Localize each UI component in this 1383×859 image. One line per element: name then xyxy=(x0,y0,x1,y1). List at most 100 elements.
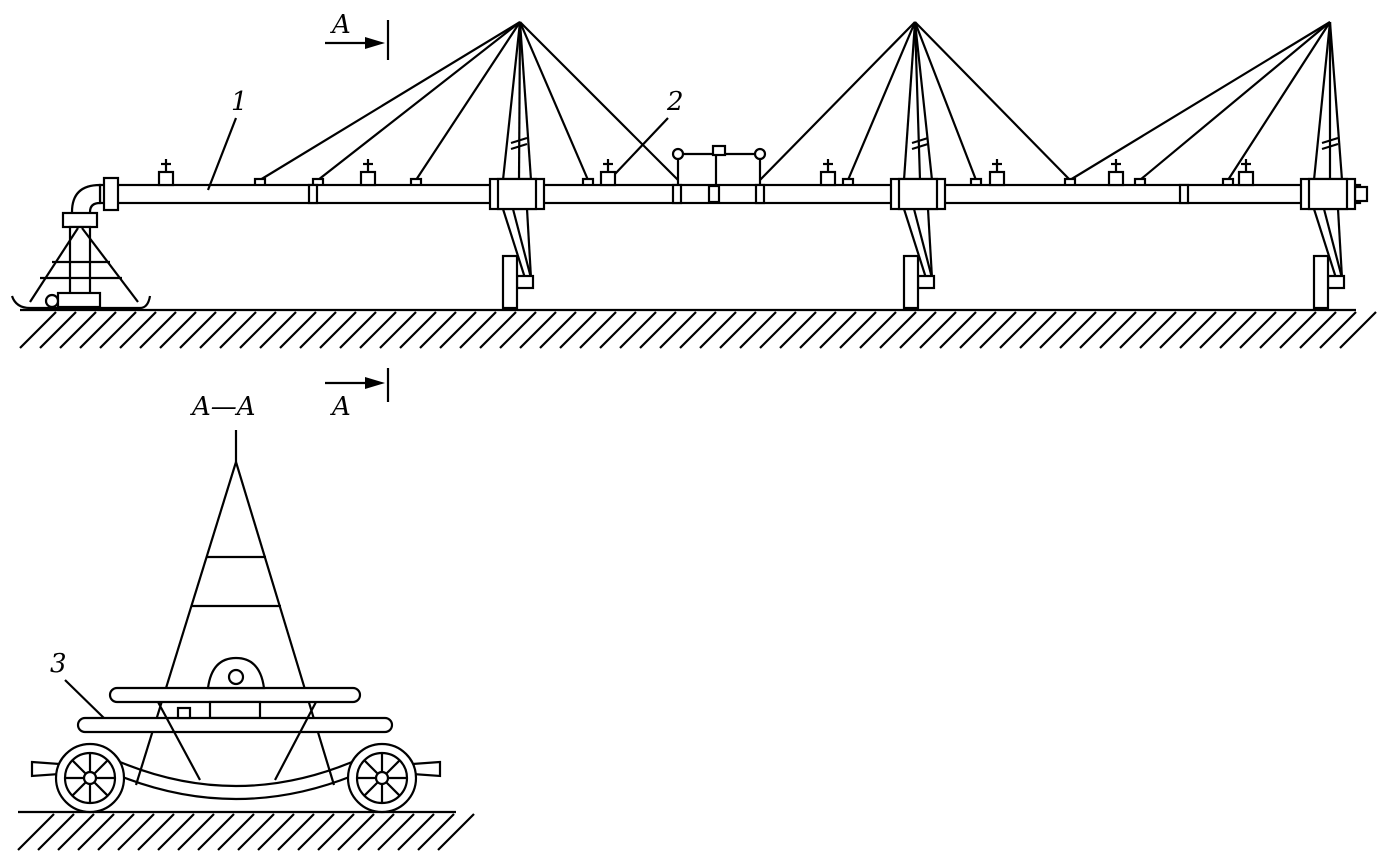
ground-hatch xyxy=(1239,311,1277,349)
ground-hatch xyxy=(899,311,937,349)
tower-leg xyxy=(902,21,917,181)
stay-cables xyxy=(253,21,1331,188)
ground-hatch xyxy=(57,813,95,851)
ground-hatch xyxy=(359,311,397,349)
sprinkler xyxy=(1107,170,1125,187)
sprinkler xyxy=(157,170,175,187)
ground-hatch xyxy=(1139,311,1177,349)
sprinkler xyxy=(988,170,1006,187)
ground-hatch xyxy=(799,311,837,349)
tower-joint-inner xyxy=(1307,177,1349,211)
stay-cable xyxy=(914,21,1071,181)
tower-leg xyxy=(518,21,533,181)
ground-hatch xyxy=(459,311,497,349)
ground-hatch xyxy=(299,311,337,349)
ground-hatch xyxy=(579,311,617,349)
ground-hatch xyxy=(839,311,877,349)
part-label-1: 1 xyxy=(231,87,248,117)
stay-cable xyxy=(259,21,521,181)
sprinkler xyxy=(359,170,377,187)
ground-bottom xyxy=(17,810,475,851)
stay-cable xyxy=(1227,21,1331,181)
ground-hatch xyxy=(779,311,817,349)
tower-leg xyxy=(913,21,922,181)
ground-hatch xyxy=(519,311,557,349)
ground-hatch xyxy=(317,813,355,851)
ground-hatch xyxy=(259,311,297,349)
stay-cable xyxy=(759,21,916,181)
stay-cable xyxy=(519,21,679,181)
ground-hatch xyxy=(419,311,457,349)
ground-hatch xyxy=(539,311,577,349)
ground-hatch xyxy=(177,813,215,851)
ground-hatch xyxy=(179,311,217,349)
tower-brace xyxy=(911,142,929,151)
tower-lower-leg xyxy=(511,208,533,279)
ground-hatch xyxy=(399,311,437,349)
tower-leg xyxy=(1312,21,1332,181)
ground-hatch xyxy=(679,311,717,349)
tower-leg xyxy=(501,21,522,181)
ground-hatch xyxy=(39,311,77,349)
section-mark-bottom: A xyxy=(325,368,390,422)
tower-leg xyxy=(1328,21,1344,181)
stay-cable xyxy=(317,21,521,181)
ground-hatch xyxy=(137,813,175,851)
ground-hatch xyxy=(337,813,375,851)
ground-hatch xyxy=(499,311,537,349)
ground-hatch xyxy=(1199,311,1237,349)
ground-hatch xyxy=(919,311,957,349)
ground-hatch xyxy=(417,813,455,851)
ground-hatch xyxy=(1039,311,1077,349)
ground-hatch xyxy=(1279,311,1317,349)
section-title: A—A xyxy=(190,392,256,422)
ground-hatch xyxy=(699,311,737,349)
tower-brace xyxy=(911,136,929,145)
part-label-3: 3 xyxy=(50,649,67,679)
wheel-hub xyxy=(82,770,98,786)
ground-hatch xyxy=(1119,311,1157,349)
towers xyxy=(488,21,1357,310)
stay-cable xyxy=(913,21,978,181)
ground-hatch xyxy=(279,311,317,349)
ground-hatch xyxy=(719,311,757,349)
ground-hatch xyxy=(397,813,435,851)
ground-hatch xyxy=(357,813,395,851)
ground-hatch xyxy=(257,813,295,851)
ground-hatch xyxy=(157,813,195,851)
ground-hatch xyxy=(999,311,1037,349)
ground-hatch xyxy=(739,311,777,349)
main-pipeline xyxy=(70,176,1369,220)
ground-hatch xyxy=(339,311,377,349)
ground-hatch xyxy=(979,311,1017,349)
section-mark-top: A xyxy=(325,10,390,60)
tower-gearbox xyxy=(1326,274,1346,290)
ground-hatch xyxy=(79,311,117,349)
ground-hatch xyxy=(1219,311,1257,349)
ground-hatch xyxy=(377,813,415,851)
tower-brace xyxy=(510,142,528,151)
ground-hatch xyxy=(1259,311,1297,349)
tower-gearbox xyxy=(916,274,936,290)
ground-hatch xyxy=(1099,311,1137,349)
tower-lower-leg xyxy=(525,208,533,279)
stay-cable xyxy=(518,21,590,181)
ground-hatch xyxy=(277,813,315,851)
ground-hatch xyxy=(99,311,137,349)
ground-hatch xyxy=(1059,311,1097,349)
ground-hatch xyxy=(117,813,155,851)
tower-gearbox xyxy=(515,274,535,290)
ground-hatch xyxy=(197,813,235,851)
tower-lower-leg xyxy=(902,208,928,279)
ground-hatch xyxy=(159,311,197,349)
ground-hatch xyxy=(1079,311,1117,349)
ground-hatch xyxy=(599,311,637,349)
ground-hatch xyxy=(559,311,597,349)
section-mark-label: A xyxy=(330,392,351,422)
ground-hatch xyxy=(379,311,417,349)
ground-hatch xyxy=(319,311,357,349)
wheel-hub xyxy=(374,770,390,786)
tower-leg xyxy=(517,21,522,181)
ground-hatch xyxy=(237,813,275,851)
sprinkler xyxy=(599,170,617,187)
